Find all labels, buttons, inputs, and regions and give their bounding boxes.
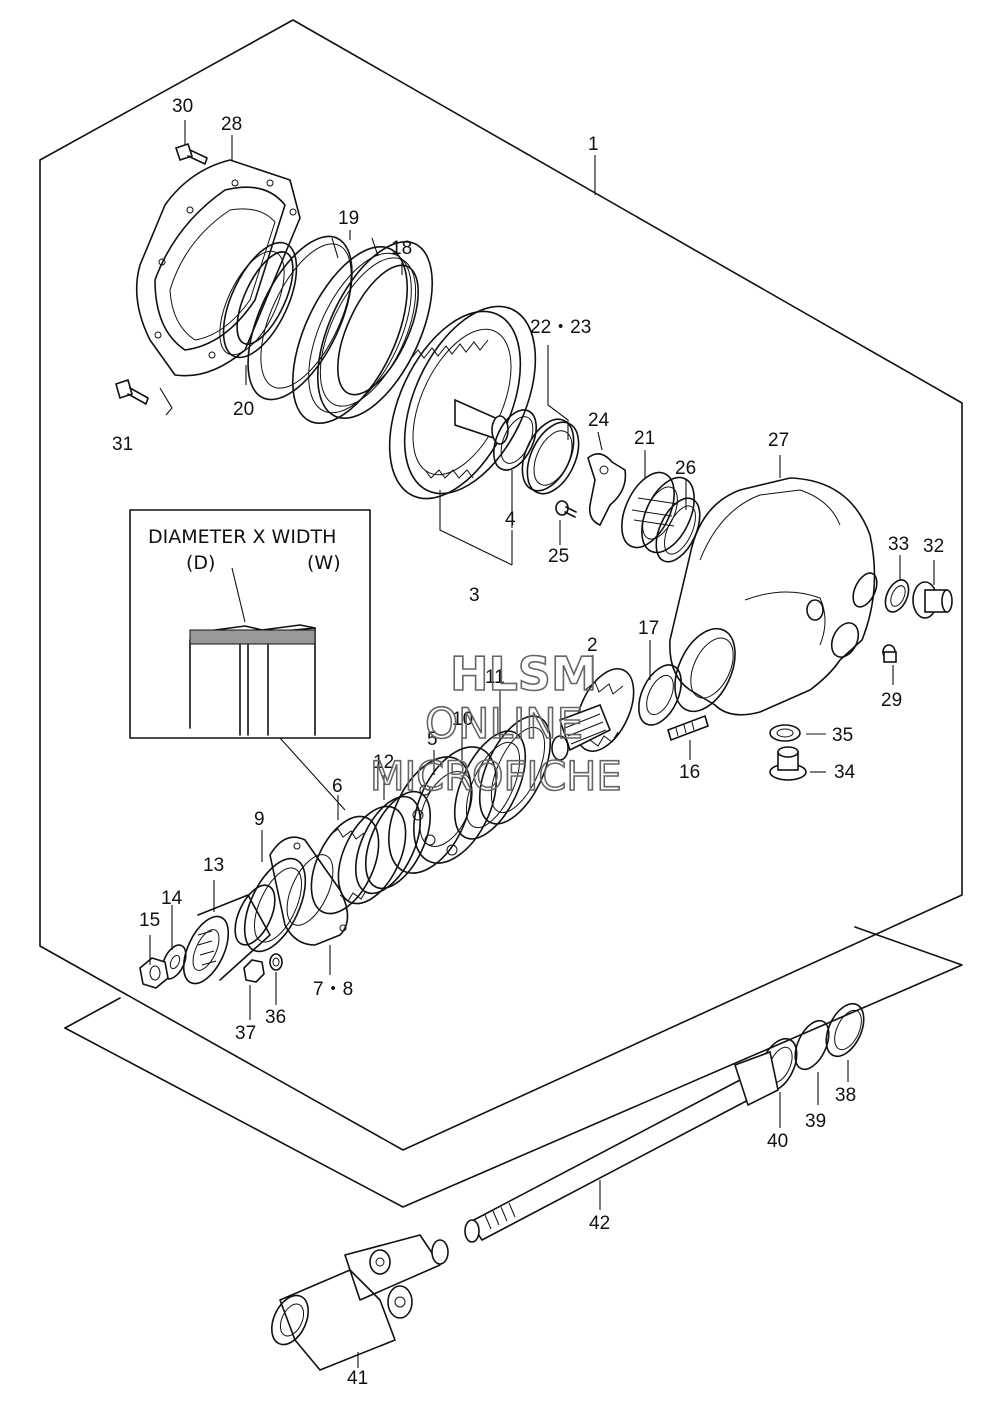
callout-5: 5	[427, 729, 438, 750]
callout-35: 35	[832, 725, 853, 746]
part-12-shim[interactable]	[342, 782, 443, 903]
part-19-shim[interactable]	[227, 221, 379, 414]
inset-w-label: (W)	[307, 552, 341, 574]
callout-labels: 1 30 28 19 18 20 31 22・23 24 21 26 27 4 …	[112, 96, 944, 1389]
part-3-ring-gear[interactable]	[363, 286, 562, 566]
part-2-pinion-gear[interactable]	[551, 660, 645, 761]
callout-22-23: 22・23	[530, 317, 591, 338]
callout-18: 18	[391, 238, 412, 259]
leader-lines	[149, 120, 935, 1368]
callout-17: 17	[638, 618, 659, 639]
callout-16: 16	[679, 762, 700, 783]
callout-24: 24	[588, 410, 610, 431]
part-32-plug[interactable]	[912, 581, 953, 619]
callout-36: 36	[265, 1007, 286, 1028]
watermark-line2: ONLINE	[425, 699, 583, 748]
callout-15: 15	[139, 910, 160, 931]
part-17-bearing[interactable]	[630, 658, 690, 731]
part-29-plug[interactable]	[882, 644, 897, 663]
callout-42: 42	[589, 1213, 610, 1234]
callout-32: 32	[923, 536, 944, 557]
part-24-stopper-plate[interactable]	[587, 431, 627, 526]
callout-11: 11	[485, 667, 505, 688]
callout-10: 10	[452, 709, 473, 730]
callout-4: 4	[505, 509, 516, 530]
part-41-universal-joint[interactable]	[265, 1234, 449, 1371]
part-15-nut[interactable]	[139, 957, 169, 989]
callout-6: 6	[332, 776, 343, 797]
callout-28: 28	[221, 114, 242, 135]
callout-19: 19	[338, 208, 359, 229]
part-39-snap-ring[interactable]	[788, 1016, 835, 1075]
inset-diameter-width: DIAMETER X WIDTH (D) (W)	[129, 509, 371, 811]
part-25-screw[interactable]	[555, 500, 577, 518]
part-6-nut[interactable]	[298, 796, 420, 924]
part-38-seal[interactable]	[819, 998, 872, 1062]
callout-41: 41	[347, 1368, 368, 1389]
part-30-bolt[interactable]	[174, 142, 208, 165]
callout-29: 29	[881, 690, 902, 711]
part-7-8-housing[interactable]	[269, 836, 349, 946]
part-11-shim[interactable]	[465, 706, 565, 835]
callout-25: 25	[548, 546, 569, 567]
part-26-bearing-race[interactable]	[647, 492, 708, 569]
callout-3: 3	[469, 585, 480, 606]
part-34-drain-plug[interactable]	[769, 746, 807, 781]
callout-39: 39	[805, 1111, 826, 1132]
callout-1: 1	[588, 134, 599, 155]
part-18-bearing[interactable]	[269, 225, 456, 440]
watermark-line3: MICROFICHE	[370, 754, 622, 800]
part-5-bearing[interactable]	[372, 734, 513, 886]
callout-2: 2	[587, 635, 598, 656]
callout-30: 30	[172, 96, 193, 117]
part-28-flange-cover[interactable]	[135, 159, 301, 377]
part-35-gasket[interactable]	[769, 724, 801, 742]
part-42-drive-shaft[interactable]	[464, 1050, 779, 1243]
part-31-bolt[interactable]	[115, 378, 173, 416]
watermark: HLSM ONLINE MICROFICHE	[369, 646, 622, 801]
callout-27: 27	[768, 430, 789, 451]
part-36-washer[interactable]	[269, 953, 283, 971]
part-37-nut[interactable]	[243, 959, 265, 983]
callout-20: 20	[233, 399, 254, 420]
callout-40: 40	[767, 1131, 788, 1152]
callout-13: 13	[203, 855, 224, 876]
callout-9: 9	[254, 809, 265, 830]
callout-31: 31	[112, 434, 133, 455]
callout-14: 14	[161, 888, 183, 909]
part-16-stud[interactable]	[667, 714, 709, 742]
callout-33: 33	[888, 534, 909, 555]
part-22-23-shim[interactable]	[512, 345, 589, 502]
watermark-line1: HLSM	[450, 647, 597, 701]
callout-21: 21	[634, 428, 655, 449]
part-33-gasket[interactable]	[881, 576, 913, 615]
shaft-group-boundary	[64, 997, 121, 1029]
callout-7-8: 7・8	[313, 979, 353, 1000]
part-27-gear-case[interactable]	[663, 477, 882, 721]
callout-12: 12	[373, 752, 394, 773]
callout-38: 38	[835, 1085, 856, 1106]
inset-title: DIAMETER X WIDTH	[148, 526, 336, 548]
inset-d-label: (D)	[186, 552, 215, 574]
part-13-coupling[interactable]	[174, 879, 283, 990]
callout-26: 26	[675, 458, 696, 479]
part-20-oil-seal[interactable]	[207, 232, 312, 368]
assembly-boundary	[39, 19, 963, 1151]
callout-34: 34	[834, 762, 856, 783]
callout-37: 37	[235, 1023, 256, 1044]
